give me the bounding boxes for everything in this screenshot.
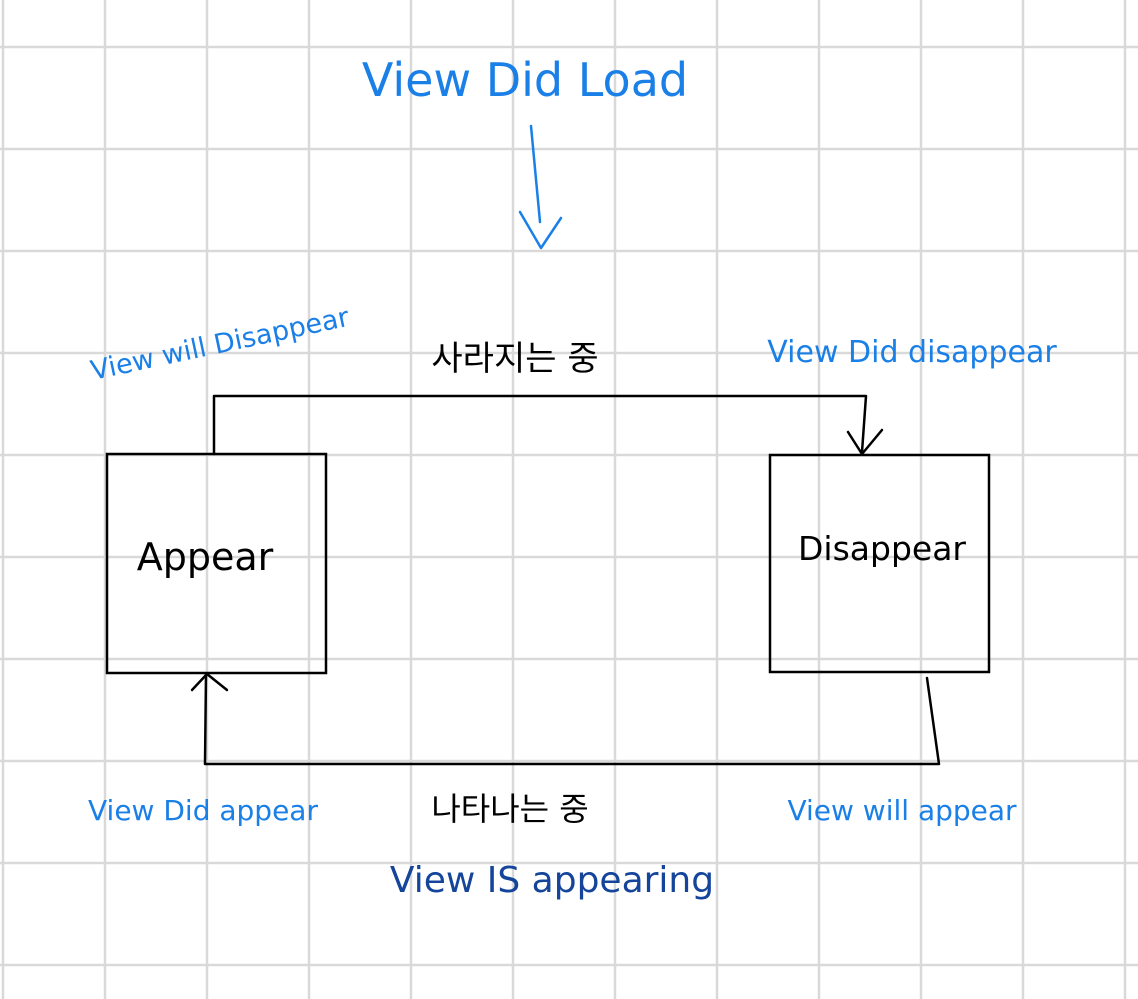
disappearing-connector [212, 394, 884, 456]
appear-node: Appear [105, 452, 328, 675]
disappear-node: Disappear [768, 453, 991, 674]
disappear-node-label: Disappear [798, 529, 966, 568]
view-did-load-label: View Did Load [362, 53, 688, 107]
view-did-load-arrow [518, 124, 563, 250]
view-will-disappear-label: View will Disappear [88, 302, 353, 387]
appearing-connector [190, 672, 941, 766]
view-did-disappear-label: View Did disappear [767, 335, 1057, 370]
view-did-appear-label: View Did appear [88, 794, 318, 827]
view-will-appear-label: View will appear [787, 794, 1017, 827]
appear-node-label: Appear [137, 535, 274, 579]
view-is-appearing-label: View IS appearing [390, 860, 714, 901]
disappearing-edge-label: 사라지는 중 [431, 339, 598, 379]
appearing-edge-label: 나타나는 중 [431, 790, 588, 828]
